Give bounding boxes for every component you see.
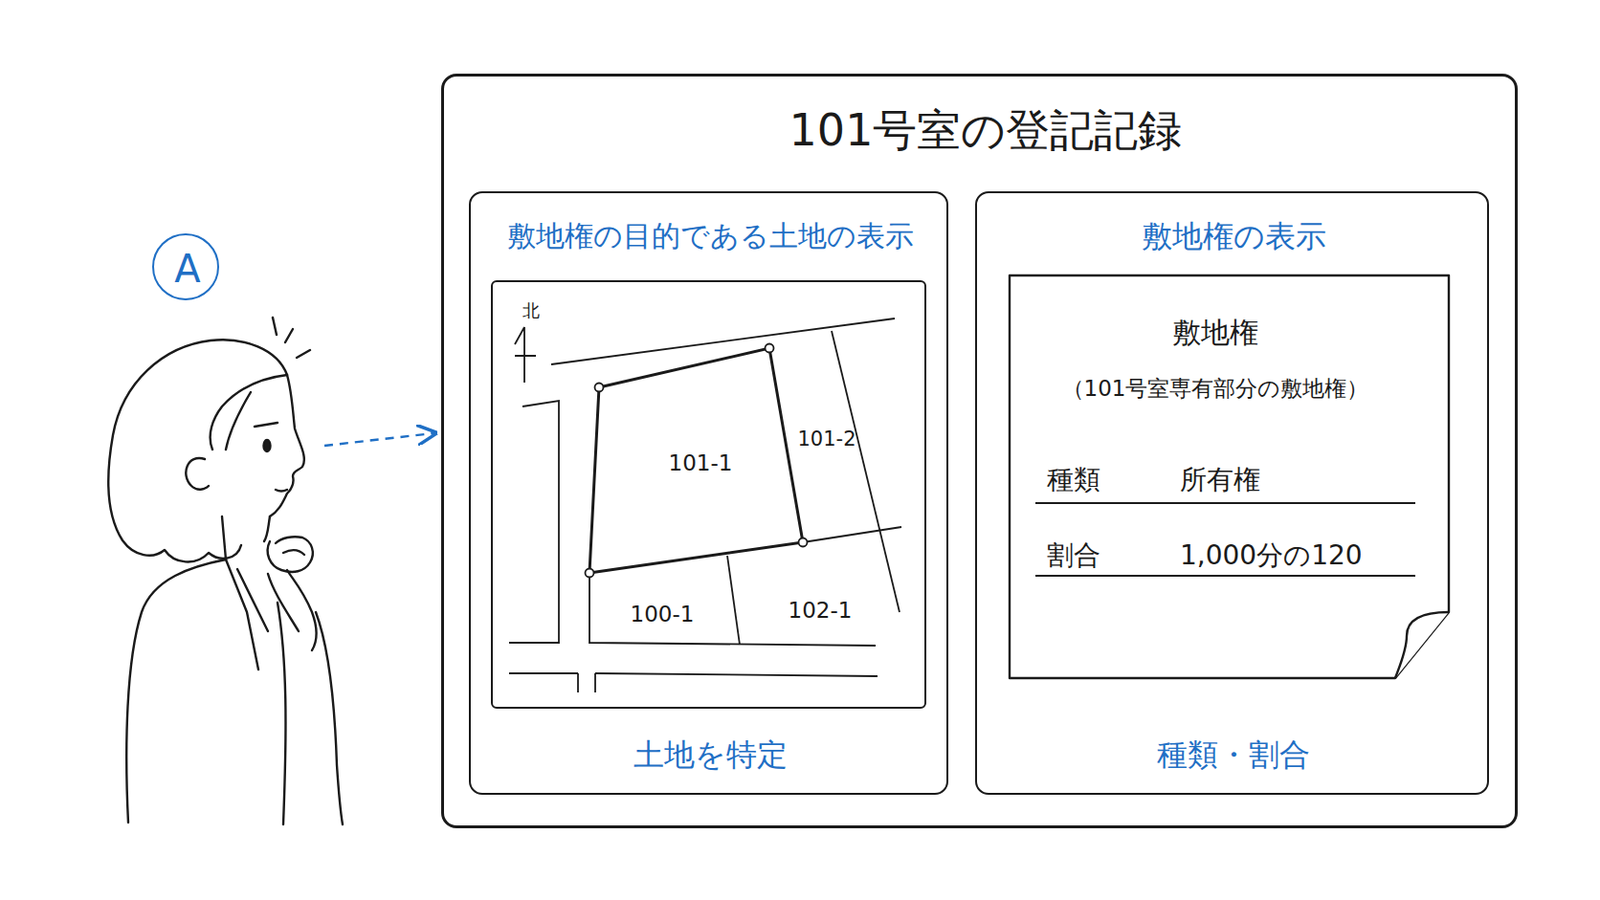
parcel-label: 100-1 bbox=[630, 601, 695, 627]
paper-box: 敷地権 （101号室専有部分の敷地権） 種類 所有権割合 1,000分の120 bbox=[1014, 280, 1454, 684]
heading-text: 敷地権の表示 bbox=[1141, 219, 1327, 255]
body-text: 種類 bbox=[1046, 465, 1101, 496]
body-text: 種類・割合 bbox=[1156, 737, 1311, 774]
body-text: 1,000分の120 bbox=[1179, 540, 1363, 572]
heading-text: 敷地権 bbox=[1172, 316, 1259, 351]
land-map bbox=[509, 318, 902, 693]
body-text: （101号室専有部分の敷地権） bbox=[1062, 376, 1370, 401]
body-text: 土地を特定 bbox=[633, 737, 788, 774]
parcel-label: 101-2 bbox=[797, 427, 856, 451]
paper-sheet bbox=[1009, 275, 1449, 679]
parcel-label: 102-1 bbox=[788, 598, 853, 623]
gaze-arrow bbox=[324, 433, 434, 446]
record-frame: 101号室の登記記録敷地権の目的である土地の表示土地を特定 北 101-1 101-2… bbox=[441, 73, 1518, 829]
land-panel: 敷地権の目的である土地の表示土地を特定 北 101-1 101-2 100-1 102-1 bbox=[468, 191, 949, 796]
body-text: 所有権 bbox=[1179, 465, 1261, 496]
person-figure bbox=[108, 317, 343, 825]
right-panel: 敷地権の表示種類・割合 敷地権 （101号室専有部分の敷地権） 種類 所有権割合 1,00… bbox=[975, 191, 1489, 796]
body-text: 割合 bbox=[1046, 540, 1101, 572]
heading-text: 敷地権の目的である土地の表示 bbox=[507, 220, 914, 254]
heading-text: A bbox=[174, 246, 200, 291]
marker-circle: A bbox=[152, 233, 220, 301]
map-box: 北 101-1 101-2 100-1 102-1 bbox=[490, 280, 927, 710]
parcel-label: 北 bbox=[522, 301, 540, 322]
heading-text: 101号室の登記記録 bbox=[789, 105, 1183, 156]
parcel-label: 101-1 bbox=[668, 450, 734, 476]
